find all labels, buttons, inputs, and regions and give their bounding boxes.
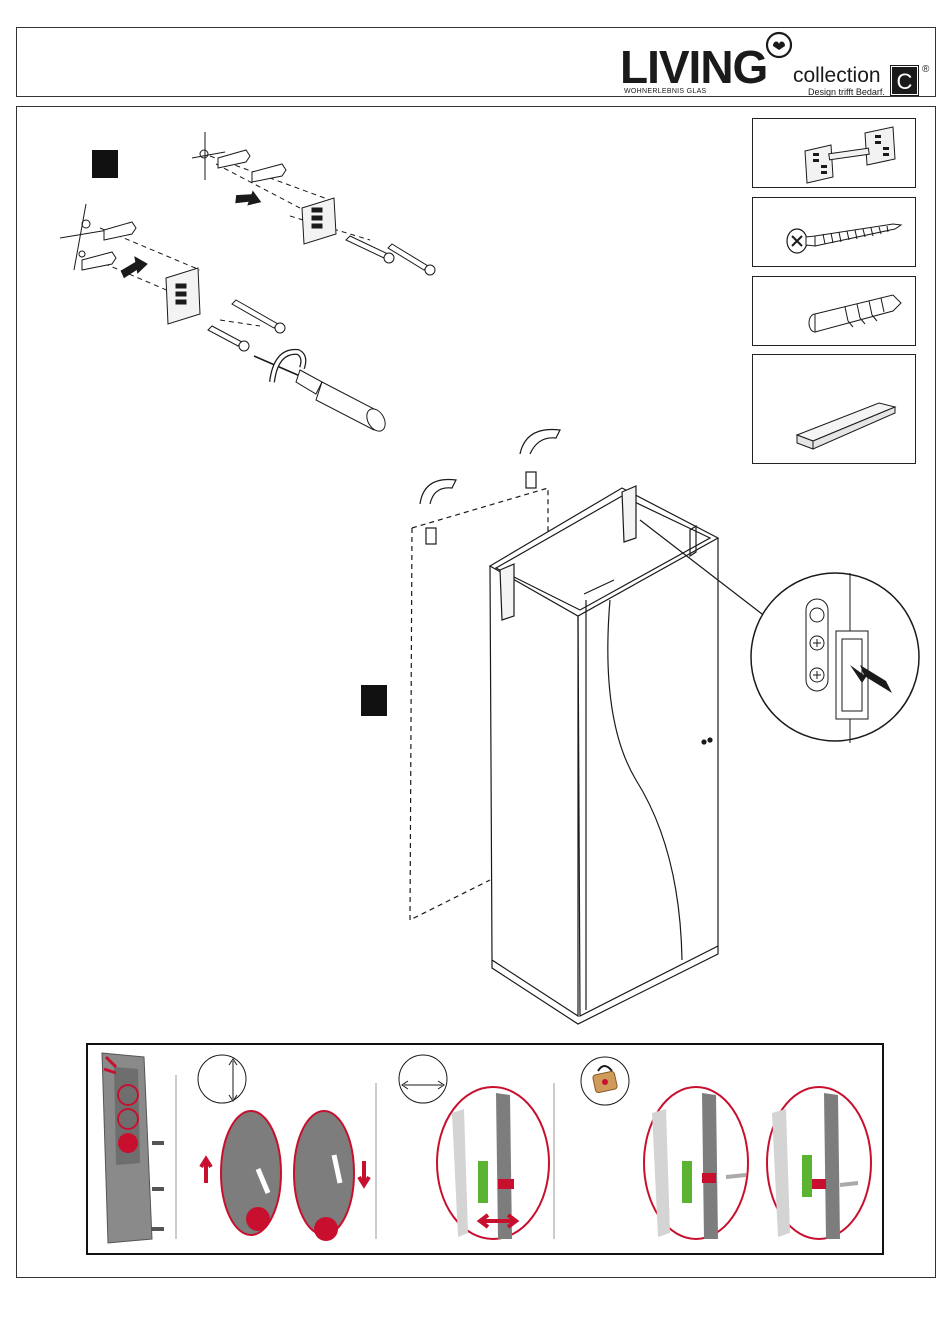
detail-circle: [750, 565, 920, 745]
collection-mark: C: [891, 66, 918, 95]
adjustment-steps: [86, 1043, 884, 1255]
registered-mark: ®: [922, 64, 929, 75]
part-box-screw: [752, 197, 916, 267]
collection-label: collection: [793, 64, 881, 88]
brand-subtitle: WOHNERLEBNIS GLAS: [624, 88, 707, 95]
bracket-illustration: [102, 1053, 164, 1243]
step-marker-b: [361, 685, 387, 716]
wall-mounting-diagram: [40, 120, 490, 450]
part-box-wall-plug: [752, 276, 916, 346]
screw-icon: [753, 198, 917, 268]
brand-name: LIVING: [620, 44, 767, 90]
tagline: Design trifft Bedarf.: [808, 87, 885, 97]
dowel-icon: [753, 277, 917, 347]
brand-logo-icon: [764, 31, 796, 59]
part-box-bracket: [752, 118, 916, 188]
bracket-pair-icon: [753, 119, 917, 189]
